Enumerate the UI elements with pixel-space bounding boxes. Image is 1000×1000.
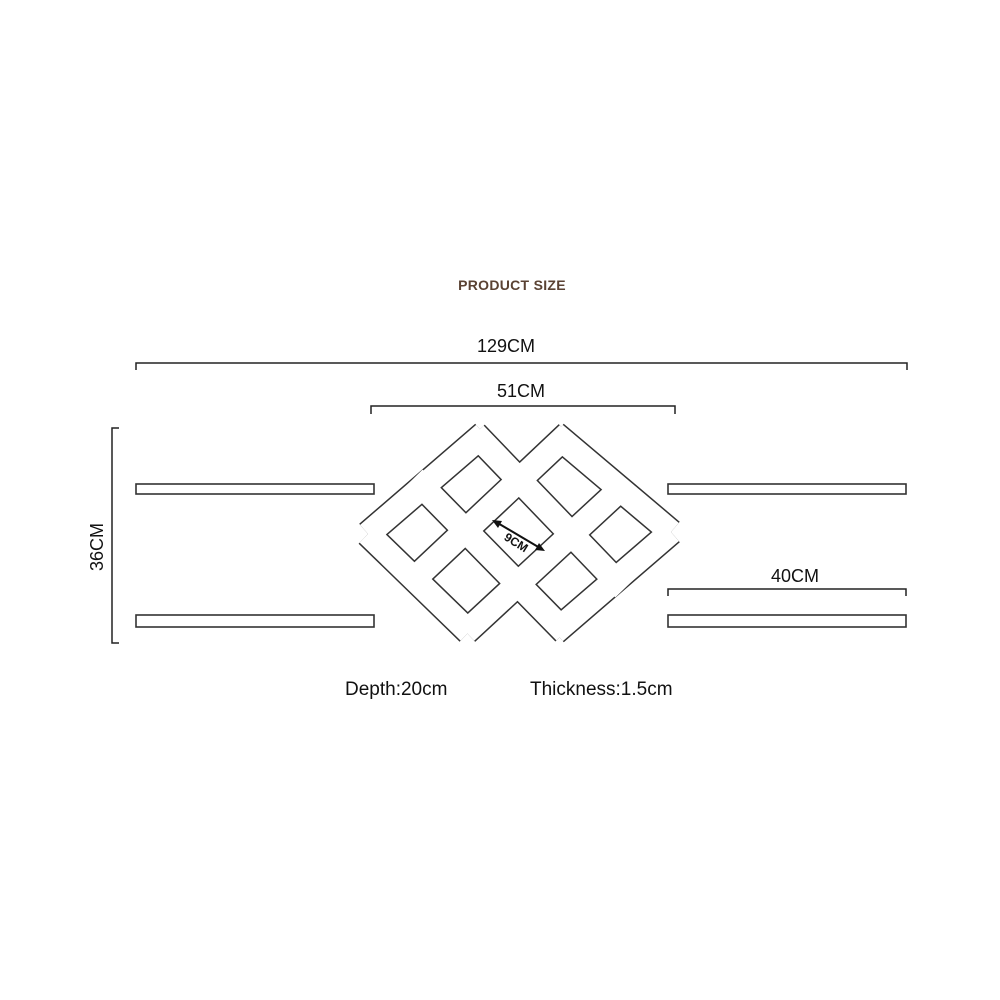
shelf-top-left <box>135 483 375 495</box>
depth-spec: Depth:20cm <box>345 679 447 700</box>
overall-width-bracket <box>135 362 908 370</box>
shelf-top-right <box>667 483 907 495</box>
shelf-bottom-left <box>135 614 375 628</box>
overall-width-label: 129CM <box>477 336 535 356</box>
lattice-rack: 9CM <box>358 423 680 643</box>
lattice-fill <box>359 424 679 642</box>
shelf-length-bracket <box>667 588 907 596</box>
rack-width-label: 51CM <box>497 381 545 401</box>
shelf-length-dimension: 40CM <box>667 566 907 596</box>
rack-width-bracket <box>370 405 676 414</box>
cell-size-arrow <box>495 521 541 549</box>
height-label: 36CM <box>87 523 107 571</box>
rack-width-dimension: 51CM <box>370 381 676 414</box>
height-dimension: 36CM <box>87 427 119 644</box>
thickness-spec: Thickness:1.5cm <box>530 679 673 700</box>
cell-size-label: 9CM <box>502 530 531 555</box>
diagram-title: PRODUCT SIZE <box>458 277 566 293</box>
cell-size-arrowhead-end <box>535 543 545 551</box>
cell-size-arrowhead-start <box>492 520 502 528</box>
shelf-bottom-right <box>667 614 907 628</box>
overall-width-dimension: 129CM <box>135 336 908 370</box>
shelf-length-label: 40CM <box>771 566 819 586</box>
height-bracket <box>111 427 119 644</box>
